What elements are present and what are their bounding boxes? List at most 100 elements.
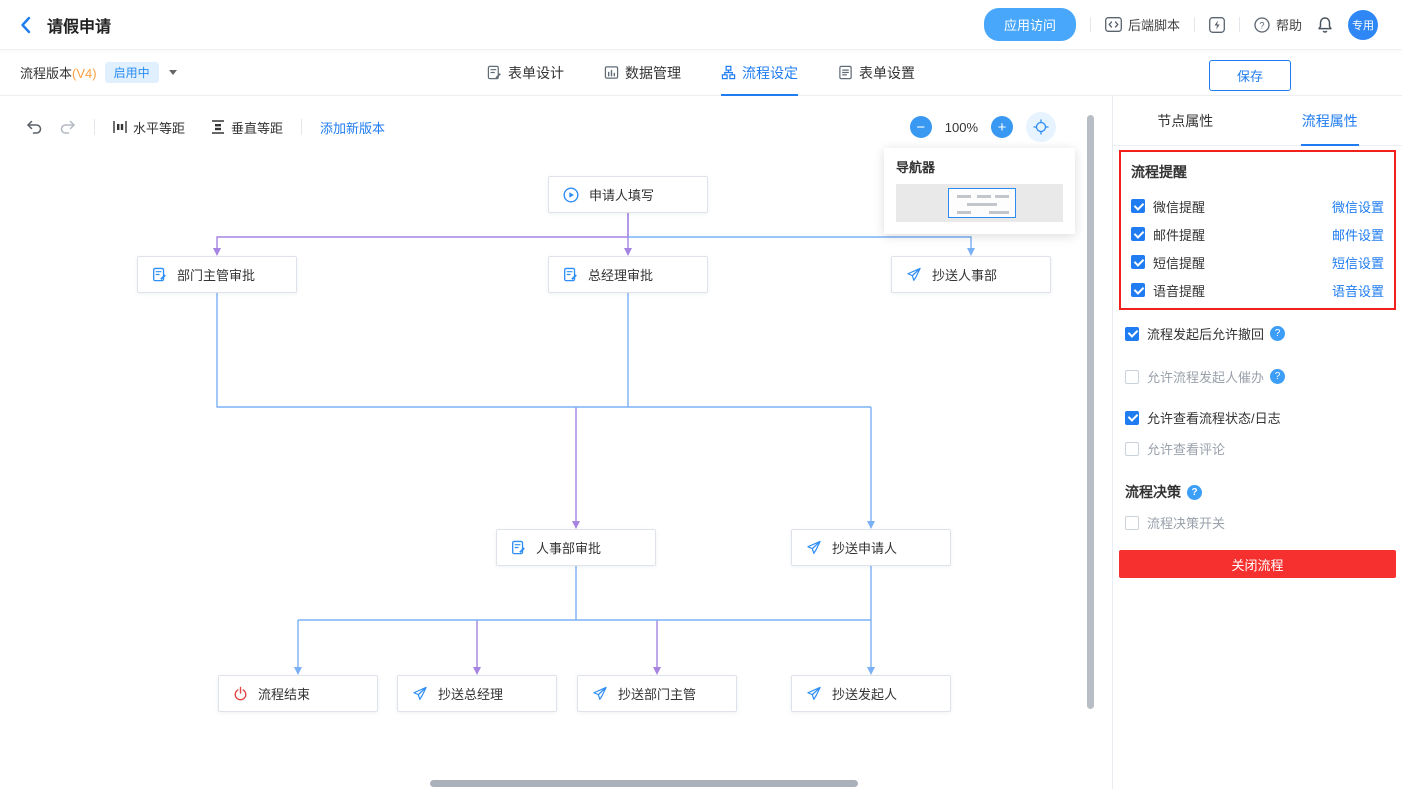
reminder-label: 邮件提醒 (1153, 227, 1206, 243)
notification-bell-icon[interactable] (1316, 16, 1334, 34)
form-icon (563, 267, 578, 282)
tab-label: 数据管理 (625, 64, 681, 81)
flow-node-cc-dept[interactable]: 抄送部门主管 (577, 675, 737, 712)
send-icon (906, 267, 922, 282)
fit-view-button[interactable] (1026, 112, 1056, 142)
backend-script-label: 后端脚本 (1127, 18, 1180, 33)
quick-entry-icon[interactable] (1209, 16, 1225, 33)
tab-flow-properties[interactable]: 流程属性 (1258, 96, 1402, 145)
divider (1238, 17, 1240, 32)
flow-node-cc-hr[interactable]: 抄送人事部 (891, 256, 1051, 293)
tab-node-properties[interactable]: 节点属性 (1157, 112, 1214, 129)
checkbox-allow-urge[interactable] (1125, 369, 1139, 384)
checkbox-wechat-reminder[interactable] (1131, 199, 1145, 213)
option-label: 流程决策开关 (1147, 516, 1226, 531)
back-button[interactable] (20, 16, 31, 34)
reminder-row-email: 邮件提醒 邮件设置 (1131, 220, 1384, 248)
divider (1193, 17, 1195, 32)
checkbox-voice-reminder[interactable] (1131, 283, 1145, 297)
backend-script-button[interactable]: 后端脚本 (1105, 15, 1180, 34)
navigator-minimap[interactable] (896, 184, 1063, 222)
flow-node-cc-gm[interactable]: 抄送总经理 (397, 675, 557, 712)
help-icon[interactable]: ? (1270, 369, 1286, 384)
decision-title: 流程决策 (1125, 484, 1181, 500)
code-icon (1105, 17, 1122, 32)
save-button[interactable]: 保存 (1208, 60, 1291, 91)
tab-data-manage[interactable]: 数据管理 (604, 50, 681, 95)
tab-flow-setting[interactable]: 流程设定 (721, 50, 798, 96)
reminder-row-sms: 短信提醒 短信设置 (1131, 248, 1384, 276)
zoom-out-button[interactable]: − (909, 116, 932, 138)
email-settings-link[interactable]: 邮件设置 (1331, 227, 1384, 243)
flow-version-selector[interactable]: 流程版本(V4) 启用中 (20, 62, 177, 83)
header-actions: 应用访问 后端脚本 ? 帮助 专用 (983, 8, 1378, 41)
wechat-settings-link[interactable]: 微信设置 (1331, 199, 1384, 215)
checkbox-view-comments[interactable] (1125, 441, 1139, 456)
option-decision-switch: 流程决策开关 (1125, 513, 1390, 532)
power-icon (233, 686, 248, 701)
node-label: 流程结束 (258, 687, 311, 702)
navigator-panel: 导航器 (884, 148, 1075, 234)
main-tabs: 表单设计 数据管理 流程设定 表单设置 (487, 50, 915, 96)
help-button[interactable]: ? 帮助 (1254, 15, 1302, 34)
flow-node-cc-initiator[interactable]: 抄送发起人 (791, 675, 951, 712)
option-label: 允许查看评论 (1147, 442, 1226, 457)
flow-node-start[interactable]: 申请人填写 (548, 176, 708, 213)
reminder-row-wechat: 微信提醒 微信设置 (1131, 192, 1384, 220)
navigator-viewport[interactable] (948, 188, 1016, 218)
highlight-box: 流程提醒 微信提醒 微信设置 邮件提醒 邮件设置 短信提醒 短信设 (1119, 150, 1396, 310)
node-label: 申请人填写 (589, 188, 655, 203)
page-title: 请假申请 (47, 18, 112, 36)
main-area: 水平等距 垂直等距 添加新版本 − 100% + (0, 96, 1402, 789)
reminder-label: 短信提醒 (1153, 255, 1206, 271)
tab-label: 表单设置 (859, 64, 915, 81)
help-icon[interactable]: ? (1270, 326, 1286, 341)
app-access-button[interactable]: 应用访问 (983, 8, 1076, 41)
add-version-link[interactable]: 添加新版本 (320, 120, 386, 136)
reminder-label: 微信提醒 (1153, 199, 1206, 215)
checkbox-view-status-log[interactable] (1125, 410, 1139, 425)
form-design-icon (487, 65, 502, 80)
checkbox-decision-switch[interactable] (1125, 515, 1139, 530)
svg-text:?: ? (1259, 20, 1264, 30)
option-allow-urge: 允许流程发起人催办 ? (1125, 367, 1390, 386)
flow-node-gm-approve[interactable]: 总经理审批 (548, 256, 708, 293)
divider (94, 119, 95, 135)
horizontal-spacing-button[interactable]: 水平等距 (113, 118, 185, 137)
panel-body: 流程提醒 微信提醒 微信设置 邮件提醒 邮件设置 短信提醒 短信设 (1113, 146, 1402, 789)
flow-node-dept-approve[interactable]: 部门主管审批 (137, 256, 297, 293)
node-label: 部门主管审批 (177, 268, 256, 283)
option-allow-withdraw: 流程发起后允许撤回 ? (1125, 324, 1390, 343)
flow-canvas[interactable]: 水平等距 垂直等距 添加新版本 − 100% + (0, 96, 1112, 789)
vertical-scrollbar[interactable] (1087, 115, 1094, 709)
horizontal-scrollbar[interactable] (430, 780, 858, 787)
vertical-spacing-label: 垂直等距 (231, 120, 284, 136)
zoom-in-button[interactable]: + (991, 116, 1013, 138)
flow-node-end[interactable]: 流程结束 (218, 675, 378, 712)
flow-node-cc-applicant[interactable]: 抄送申请人 (791, 529, 951, 566)
checkbox-allow-withdraw[interactable] (1125, 326, 1139, 341)
chevron-left-icon (21, 16, 31, 33)
status-badge: 启用中 (104, 62, 159, 83)
chevron-down-icon[interactable] (168, 70, 177, 75)
checkbox-email-reminder[interactable] (1131, 227, 1145, 241)
tab-form-design[interactable]: 表单设计 (487, 50, 564, 95)
option-label: 流程发起后允许撤回 (1147, 327, 1265, 342)
checkbox-sms-reminder[interactable] (1131, 255, 1145, 269)
redo-icon[interactable] (59, 120, 76, 135)
sms-settings-link[interactable]: 短信设置 (1331, 255, 1384, 271)
tab-form-config[interactable]: 表单设置 (838, 50, 915, 95)
crosshair-icon (1033, 119, 1049, 135)
navigator-title: 导航器 (896, 160, 936, 175)
voice-settings-link[interactable]: 语音设置 (1331, 283, 1384, 299)
close-flow-button[interactable]: 关闭流程 (1119, 550, 1396, 578)
vertical-spacing-button[interactable]: 垂直等距 (211, 118, 283, 137)
flow-node-hr-approve[interactable]: 人事部审批 (496, 529, 656, 566)
help-icon[interactable]: ? (1187, 484, 1202, 500)
undo-icon[interactable] (26, 120, 43, 135)
node-label: 抄送人事部 (932, 268, 998, 283)
canvas-toolbar: 水平等距 垂直等距 添加新版本 − 100% + (0, 108, 1112, 146)
avatar[interactable]: 专用 (1348, 9, 1378, 40)
option-label: 允许流程发起人催办 (1147, 370, 1265, 385)
panel-tabs: 节点属性 流程属性 (1113, 96, 1402, 146)
